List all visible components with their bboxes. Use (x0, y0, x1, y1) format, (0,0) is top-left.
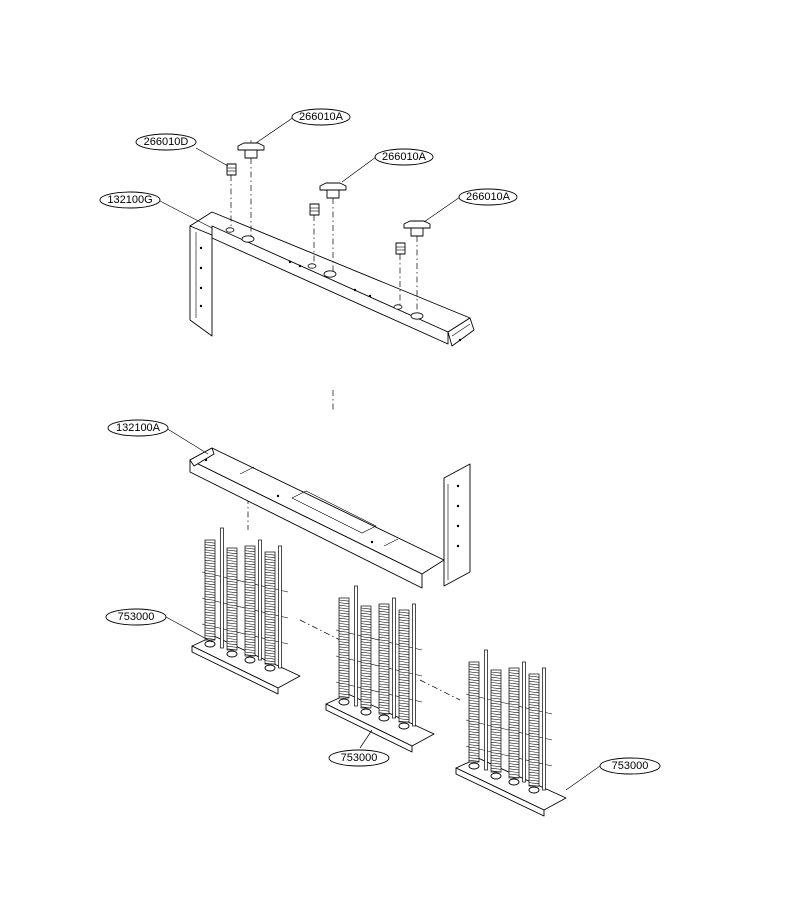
callout-element-1-text: 753000 (118, 611, 155, 623)
pan-nut-3 (403, 220, 431, 237)
callout-bottom-bracket: 132100A (107, 419, 169, 437)
callout-top-bracket-text: 132100G (107, 194, 152, 206)
callout-pan-nut-1-text: 266010A (299, 111, 344, 123)
heater-element-2 (325, 585, 435, 753)
heating-coil (360, 605, 372, 716)
support-rod (484, 649, 488, 771)
callout-element-3: 753000 (599, 757, 661, 775)
support-rod (392, 597, 396, 719)
support-rod (278, 545, 282, 669)
support-rod (220, 527, 224, 649)
pan-nut-2 (319, 182, 347, 199)
callout-pan-nut-2: 266010A (374, 148, 434, 166)
heating-coil (244, 545, 256, 664)
callout-bushing-1: 266010D (135, 133, 197, 151)
callout-pan-nut-1: 266010A (291, 108, 351, 126)
heater-element-3 (455, 649, 567, 817)
support-rod (412, 603, 416, 727)
support-rod (522, 661, 526, 783)
bushing-2 (309, 203, 320, 216)
bottom-bracket (189, 447, 471, 589)
heating-coil (398, 609, 410, 730)
top-bracket (189, 211, 475, 347)
callout-pan-nut-2-text: 266010A (382, 151, 427, 163)
bushing-1 (226, 163, 237, 176)
callout-element-2: 753000 (328, 749, 390, 767)
heating-coil (468, 661, 480, 770)
heating-coil (378, 603, 390, 722)
heating-coil (204, 539, 216, 648)
callout-element-1: 753000 (105, 608, 167, 626)
heating-coil (264, 551, 276, 672)
heating-coil (490, 669, 502, 780)
support-rod (258, 539, 262, 661)
callout-pan-nut-3: 266010A (458, 188, 518, 206)
callout-top-bracket: 132100G (99, 191, 161, 209)
heating-coil (226, 547, 238, 658)
heating-coil (338, 597, 350, 706)
callout-bushing-1-text: 266010D (144, 136, 189, 148)
leader-lines (157, 116, 601, 791)
heating-coil (508, 667, 520, 786)
support-rod (542, 667, 546, 791)
callout-pan-nut-3-text: 266010A (466, 191, 511, 203)
callout-element-3-text: 753000 (612, 760, 649, 772)
callout-bottom-bracket-text: 132100A (116, 422, 161, 434)
heating-coil (528, 673, 540, 794)
bushing-3 (395, 242, 406, 255)
assembly-centerlines (230, 158, 461, 701)
pan-nut-1 (237, 140, 265, 159)
heater-element-1 (191, 527, 301, 695)
support-rod (354, 585, 358, 707)
callout-element-2-text: 753000 (341, 752, 378, 764)
